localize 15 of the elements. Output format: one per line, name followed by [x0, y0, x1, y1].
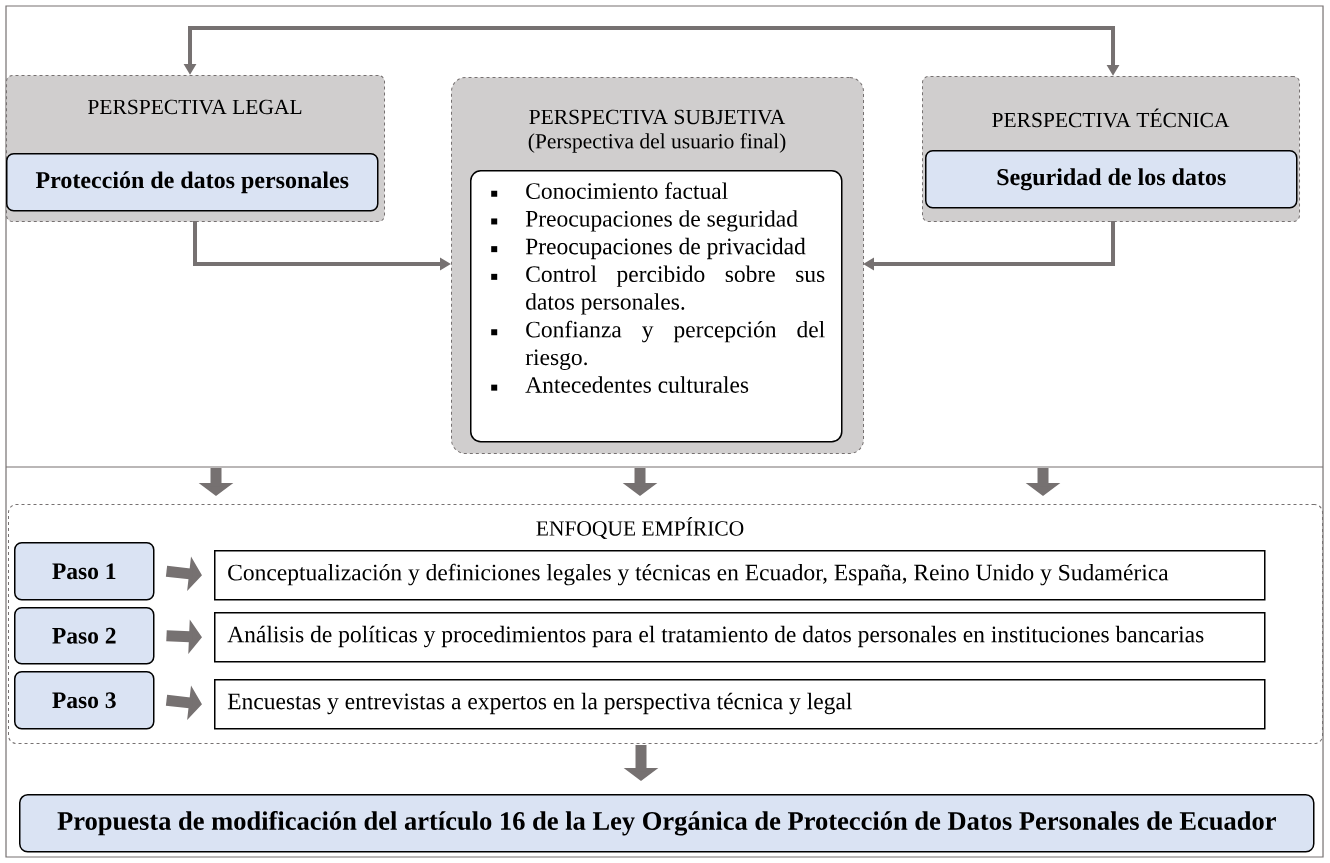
list-item: Preocupaciones de seguridad [525, 210, 798, 232]
step-box: Paso 2 [14, 607, 155, 665]
step-box: Encuestas y entrevistas a expertos en la perspectiva técnica y legal [214, 679, 1266, 730]
list-item: Antecedentes culturales [525, 376, 749, 393]
concept-box: Seguridad de los datos [925, 150, 1298, 209]
step-box: Paso 1 [14, 542, 155, 601]
result-box: Propuesta de modificación del artículo 16 de la Ley Orgánica de Protección de Datos Personales de Ecuador [19, 794, 1315, 853]
list-item: Confianza y percepción del riesgo. [525, 320, 825, 370]
list-item: Control percibido sobre sus datos personales. [526, 265, 825, 315]
list-item: Preocupaciones de privacidad [525, 237, 806, 260]
list-item: Conocimiento factual [526, 182, 728, 199]
step-box: Paso 3 [14, 671, 155, 730]
step-box: Conceptualización y definiciones legales y técnicas en Ecuador, España, Reino Unido y Sudamérica [214, 550, 1266, 601]
concept-box: Protección de datos personales [6, 153, 379, 212]
step-box: Análisis de políticas y procedimientos para el tratamiento de datos personales en instituciones bancarias [214, 612, 1266, 663]
